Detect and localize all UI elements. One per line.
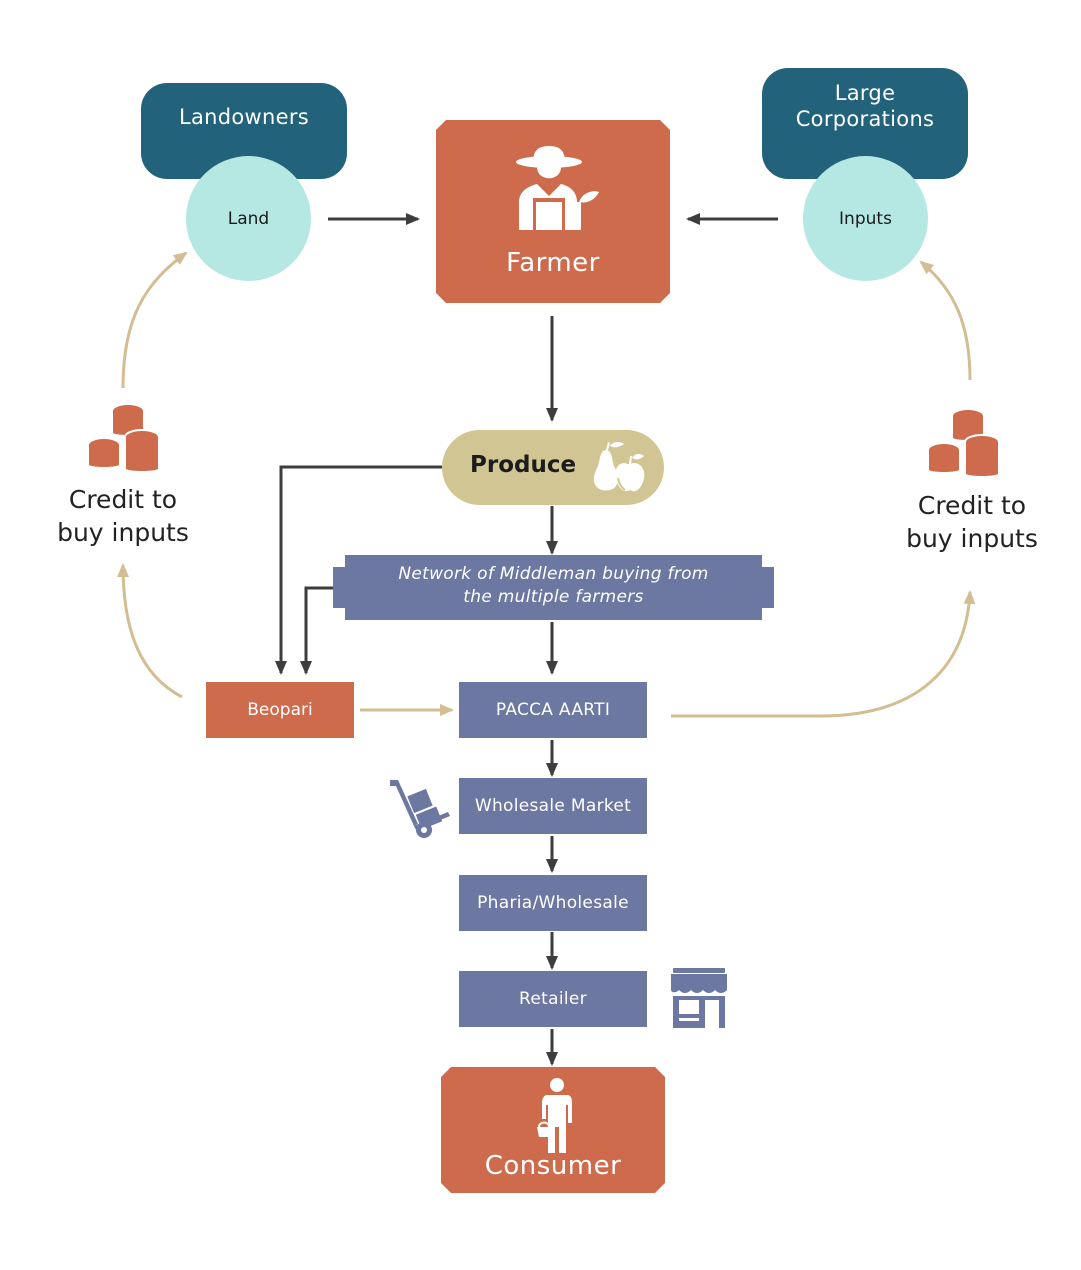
- credit-right-line2: buy inputs: [906, 524, 1038, 553]
- produce-label: Produce: [470, 452, 577, 478]
- consumer-label: Consumer: [484, 1151, 622, 1181]
- fruit-icon: [593, 442, 645, 492]
- retailer-label: Retailer: [519, 989, 587, 1009]
- middleman-network-node: Network of Middleman buying from the mul…: [333, 555, 774, 620]
- farmer-node: Farmer: [436, 120, 670, 303]
- land-node: Land: [186, 156, 311, 281]
- inputs-label: Inputs: [839, 208, 892, 229]
- pacca-aarti-label: PACCA AARTI: [495, 700, 611, 720]
- consumer-node: Consumer: [441, 1067, 665, 1193]
- retailer-node: Retailer: [459, 971, 647, 1027]
- land-label: Land: [227, 208, 270, 229]
- shop-icon: [671, 968, 727, 1028]
- middleman-network-label-line1: Network of Middleman buying from: [398, 564, 709, 584]
- arrow-network-to-beopari: [300, 586, 333, 675]
- inputs-node: Inputs: [803, 156, 928, 281]
- pharia-wholesale-node: Pharia/Wholesale: [459, 875, 647, 931]
- coins-icon: [87, 403, 160, 473]
- arrow-beopari-to-credit-left: [117, 563, 183, 699]
- produce-node: Produce: [442, 430, 664, 505]
- middleman-network-label-line2: the multiple farmers: [463, 587, 644, 607]
- arrow-pacca-to-credit-right: [671, 590, 976, 718]
- coins-icon: [927, 408, 1000, 478]
- wholesale-market-node: Wholesale Market: [459, 778, 647, 834]
- pharia-wholesale-label: Pharia/Wholesale: [477, 893, 629, 913]
- arrow-credit-right-to-inputs: [919, 260, 972, 381]
- credit-left-label: Credit to buy inputs: [28, 483, 218, 549]
- wholesale-market-label: Wholesale Market: [474, 796, 632, 816]
- hand-truck-icon: [390, 780, 450, 838]
- credit-right-label: Credit to buy inputs: [877, 489, 1067, 555]
- arrow-produce-to-beopari: [275, 465, 442, 675]
- landowners-label: Landowners: [178, 105, 310, 129]
- credit-left-line1: Credit to: [68, 485, 178, 514]
- large-corporations-label-line2: Corporations: [795, 107, 935, 131]
- large-corporations-label-line1: Large: [834, 81, 896, 105]
- farmer-icon: [503, 142, 603, 234]
- farmer-label: Farmer: [506, 248, 600, 278]
- arrow-credit-left-to-land: [121, 251, 188, 389]
- beopari-label: Beopari: [247, 700, 313, 720]
- credit-left-line2: buy inputs: [57, 518, 189, 547]
- pacca-aarti-node: PACCA AARTI: [459, 682, 647, 738]
- large-corporations-node: Large Corporations: [762, 68, 968, 179]
- credit-right-line1: Credit to: [917, 491, 1027, 520]
- beopari-node: Beopari: [206, 682, 354, 738]
- landowners-node: Landowners: [141, 83, 347, 179]
- shopper-icon: [535, 1077, 575, 1155]
